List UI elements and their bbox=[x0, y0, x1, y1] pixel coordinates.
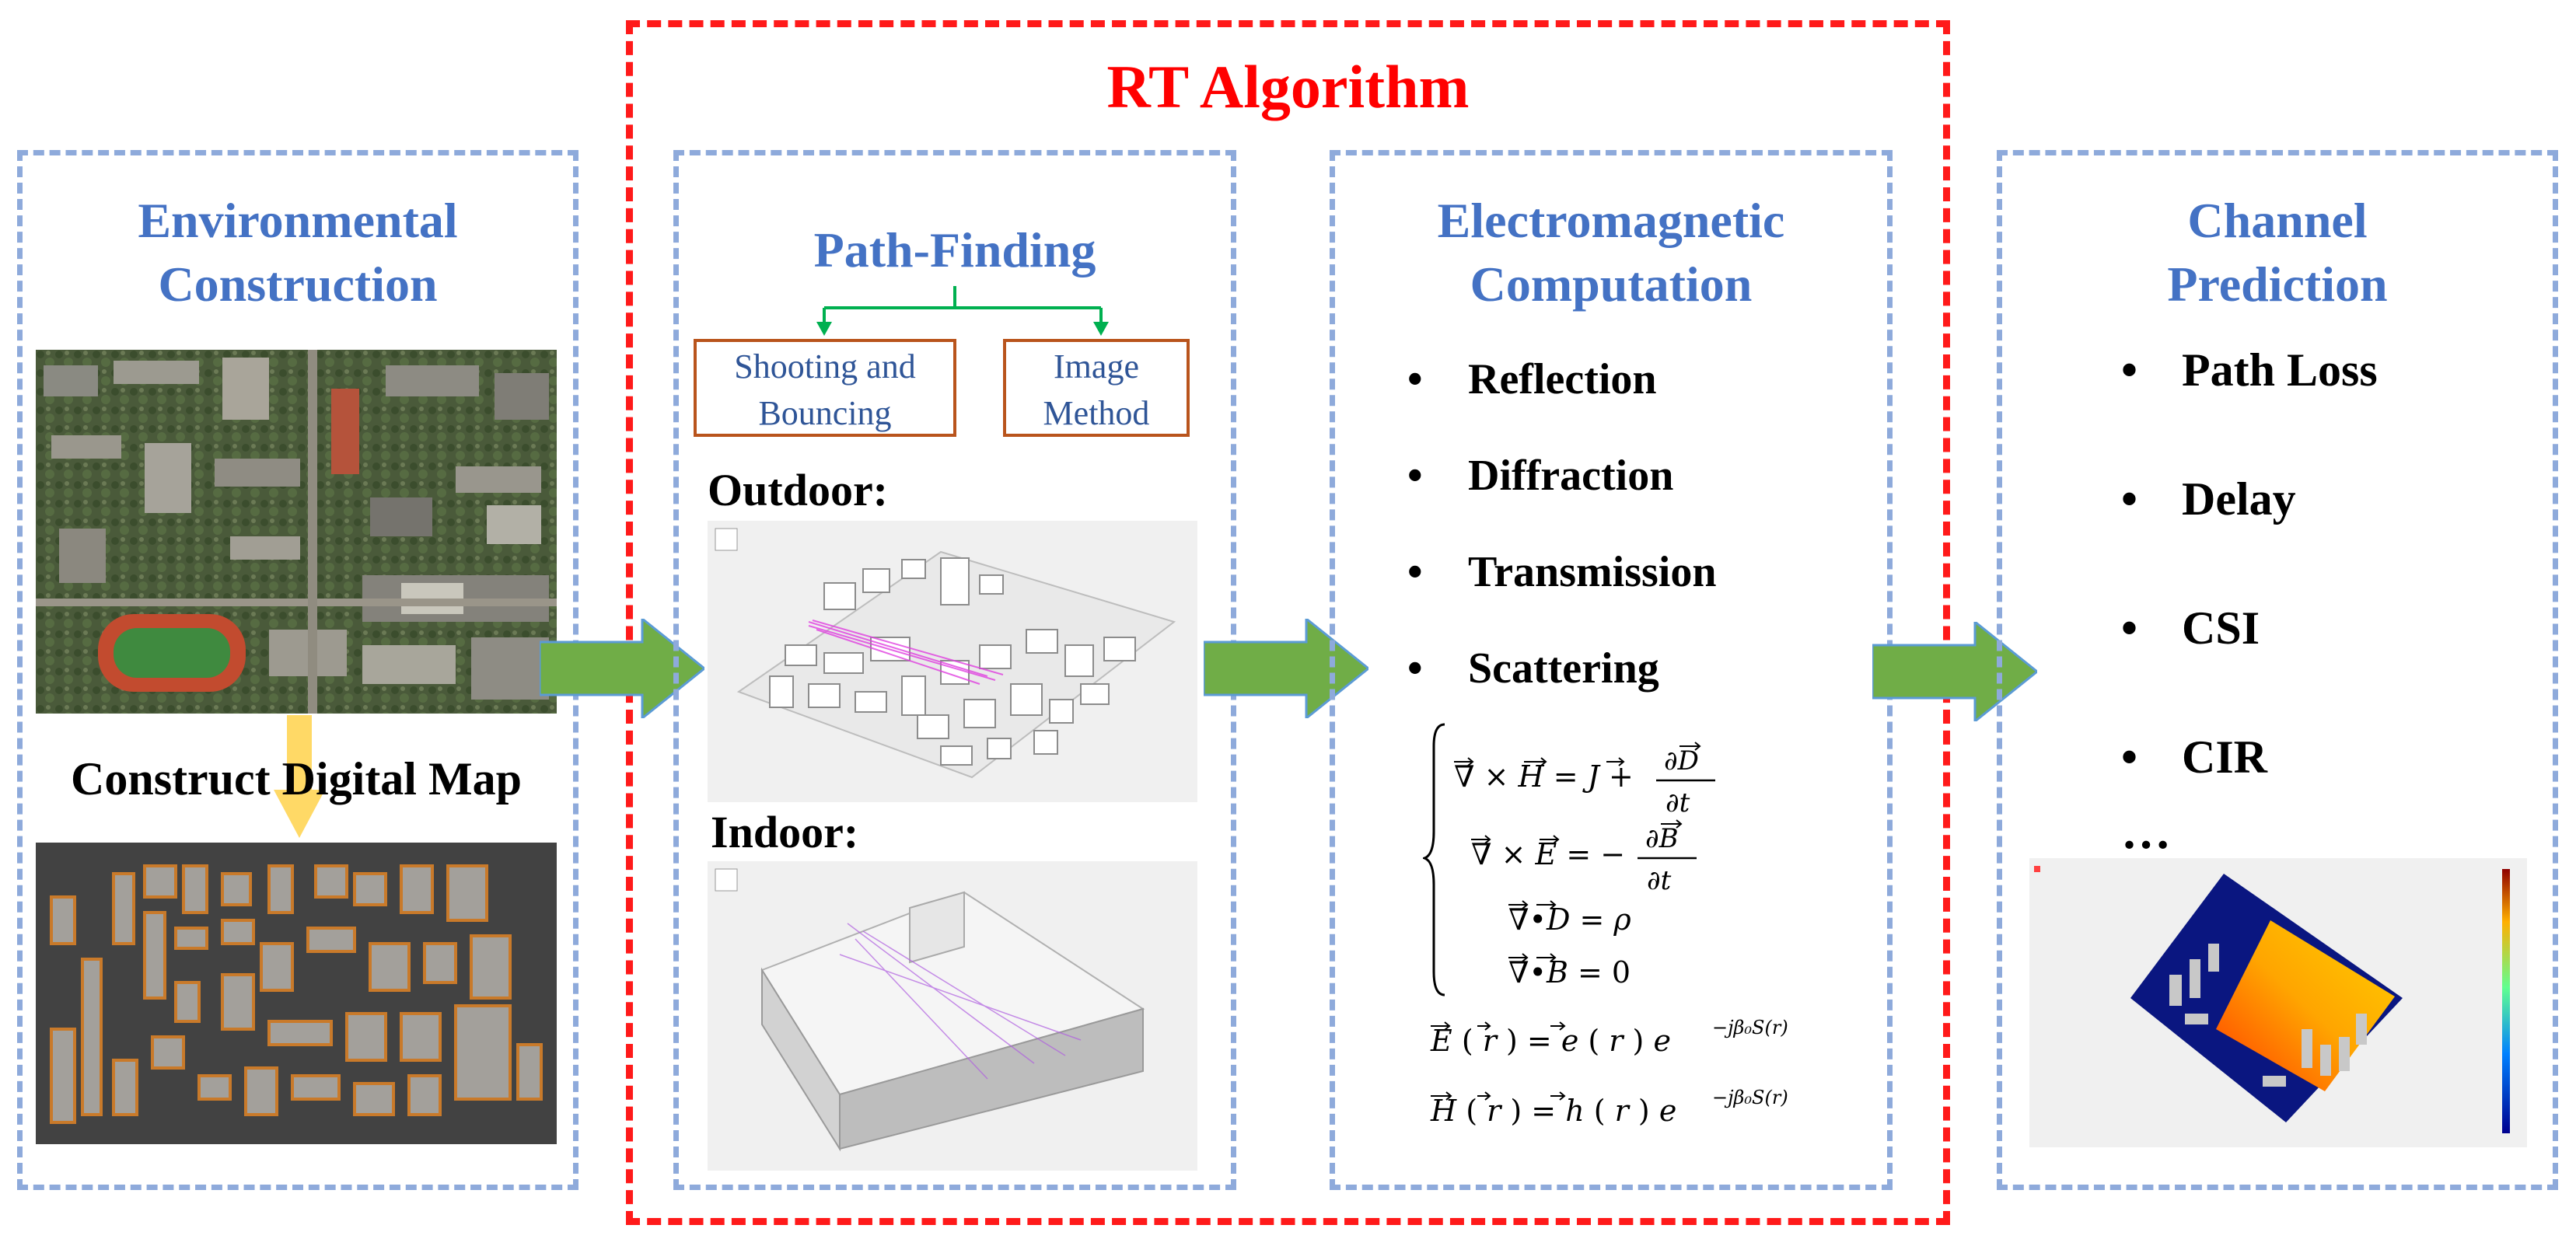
svg-text:∂t: ∂t bbox=[1647, 865, 1672, 896]
channel-item-csi: CSI bbox=[2121, 599, 2378, 658]
svg-text:∂D: ∂D bbox=[1664, 745, 1699, 777]
em-item-reflection: Reflection bbox=[1407, 351, 1716, 407]
outdoor-scene-image bbox=[708, 521, 1197, 802]
satellite-map-image bbox=[36, 350, 557, 714]
path-finding-title: Path-Finding bbox=[813, 222, 1096, 277]
channel-item-path-loss: Path Loss bbox=[2121, 340, 2378, 400]
image-method-box: Image Method bbox=[1003, 339, 1190, 437]
channel-prediction-box: Channel Prediction bbox=[1997, 150, 2558, 1190]
em-item-transmission: Transmission bbox=[1407, 544, 1717, 600]
shooting-bouncing-method-box: Shooting and Bouncing bbox=[694, 339, 956, 437]
env-title-line2: Construction bbox=[158, 257, 438, 312]
indoor-label: Indoor: bbox=[711, 807, 859, 857]
channel-heatmap-image bbox=[2029, 858, 2527, 1147]
channel-items-list: Path Loss Delay CSI CIR bbox=[2121, 340, 2378, 787]
svg-text:−jβ₀S(r): −jβ₀S(r) bbox=[1712, 1087, 1788, 1108]
svg-text:∂t: ∂t bbox=[1665, 787, 1690, 818]
channel-more-ellipsis: … bbox=[2121, 804, 2171, 859]
indoor-scene-image bbox=[708, 861, 1197, 1171]
construct-digital-map-label: Construct Digital Map bbox=[71, 753, 522, 804]
method1-line2: Bouncing bbox=[758, 394, 892, 432]
channel-item-delay: Delay bbox=[2121, 469, 2378, 529]
rt-algorithm-title: RT Algorithm bbox=[1106, 53, 1470, 120]
channel-title-line1: Channel bbox=[2187, 193, 2368, 248]
em-item-diffraction: Diffraction bbox=[1407, 448, 1716, 504]
channel-item-cir: CIR bbox=[2121, 728, 2378, 787]
em-title-line2: Computation bbox=[1470, 257, 1753, 312]
outdoor-label: Outdoor: bbox=[708, 465, 888, 515]
em-items-list: Reflection Diffraction Transmission Scat… bbox=[1407, 351, 1717, 696]
svg-text:E ( r ) = e ( r ) e: E ( r ) = e ( r ) e bbox=[1430, 1024, 1671, 1058]
svg-text:∇ × H = J +: ∇ × H = J + bbox=[1454, 759, 1634, 794]
svg-text:∂B: ∂B bbox=[1645, 823, 1679, 854]
env-title-line1: Environmental bbox=[138, 193, 458, 248]
flow-arrow-3 bbox=[1872, 622, 2037, 721]
em-item-scattering: Scattering bbox=[1407, 640, 1716, 696]
digital-map-image bbox=[36, 843, 557, 1144]
svg-text:H ( r ) = h ( r ) e: H ( r ) = h ( r ) e bbox=[1430, 1094, 1676, 1128]
flow-arrow-2 bbox=[1204, 619, 1368, 718]
path-finding-connector bbox=[816, 286, 1109, 336]
rt-algorithm-frame bbox=[626, 20, 1950, 1225]
method1-line1: Shooting and bbox=[734, 347, 916, 386]
svg-text:−jβ₀S(r): −jβ₀S(r) bbox=[1712, 1017, 1788, 1038]
method2-line1: Image bbox=[1054, 347, 1139, 386]
svg-text:∇•B = 0: ∇•B = 0 bbox=[1508, 955, 1631, 989]
svg-text:∇•D = ρ: ∇•D = ρ bbox=[1508, 902, 1631, 937]
method2-line2: Method bbox=[1043, 394, 1150, 432]
maxwell-equations: ∇ × H = J + ∂D ∂t ∇ × E = − ∂B ∂t ∇•D = … bbox=[1423, 723, 1788, 1128]
construct-down-arrow bbox=[274, 715, 325, 838]
em-title-line1: Electromagnetic bbox=[1437, 193, 1785, 248]
svg-text:∇ × E = −: ∇ × E = − bbox=[1471, 837, 1625, 871]
channel-title-line2: Prediction bbox=[2167, 257, 2388, 312]
